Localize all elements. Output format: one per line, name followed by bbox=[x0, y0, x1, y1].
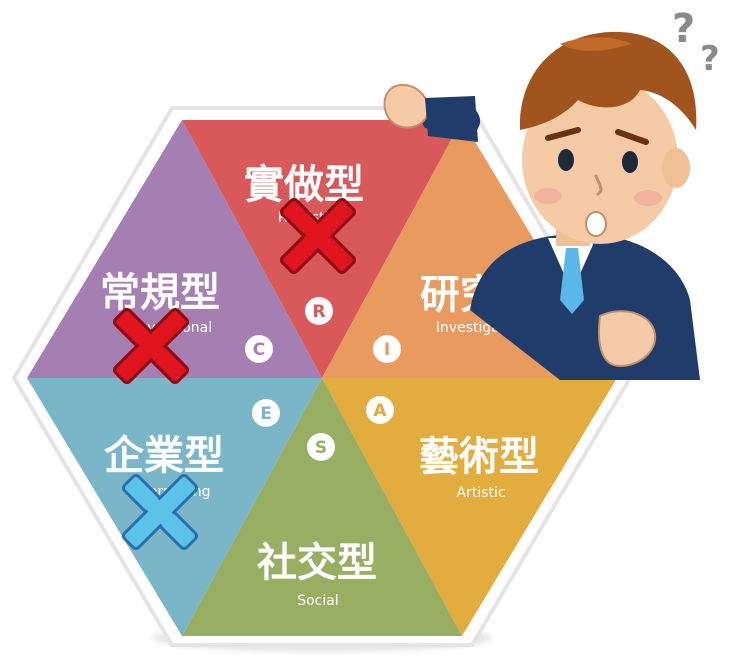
eyebrow-left bbox=[545, 127, 581, 141]
badge-c-letter: C bbox=[253, 340, 265, 360]
badge-e: E bbox=[252, 399, 280, 427]
cross-mark-enterprising bbox=[121, 473, 199, 551]
hair bbox=[519, 31, 697, 130]
segment-title-social: 社交型 bbox=[257, 540, 377, 586]
necktie bbox=[560, 248, 584, 314]
mouth bbox=[585, 211, 607, 237]
badge-s-circle bbox=[307, 433, 335, 461]
badge-r: R bbox=[305, 297, 333, 325]
badge-a: A bbox=[366, 396, 394, 424]
left-sleeve bbox=[425, 96, 478, 142]
badge-i: I bbox=[373, 335, 401, 363]
segment-title-enterprising: 企業型 bbox=[104, 433, 224, 479]
segment-subtitle-social: Social bbox=[297, 593, 339, 609]
cross-mark-realistic bbox=[279, 197, 357, 275]
badge-c: C bbox=[245, 335, 273, 363]
badge-a-circle bbox=[366, 396, 394, 424]
nose bbox=[594, 174, 603, 196]
segment-artistic bbox=[322, 378, 617, 636]
segment-conventional bbox=[27, 120, 322, 378]
badge-e-circle bbox=[252, 399, 280, 427]
segment-title-artistic: 藝術型 bbox=[419, 434, 539, 480]
badge-i-letter: I bbox=[384, 340, 390, 360]
hair-highlight bbox=[560, 37, 632, 51]
badge-e-letter: E bbox=[260, 404, 272, 424]
hand-left bbox=[383, 83, 430, 129]
badge-i-circle bbox=[373, 335, 401, 363]
cross-mark-conventional bbox=[112, 307, 190, 385]
cheek-right bbox=[634, 190, 662, 206]
badge-a-letter: A bbox=[373, 401, 387, 421]
letter-badges: R I A S E C bbox=[245, 297, 401, 461]
badge-r-letter: R bbox=[312, 302, 325, 322]
eye-right bbox=[622, 151, 638, 173]
question-mark-left: ? bbox=[672, 6, 695, 52]
eyebrow-right bbox=[615, 129, 649, 145]
segment-title-conventional: 常規型 bbox=[100, 270, 220, 316]
hand-right bbox=[598, 310, 657, 368]
segment-subtitle-artistic: Artistic bbox=[456, 485, 505, 501]
badge-c-circle bbox=[245, 335, 273, 363]
confused-man-illustration: ? ? bbox=[383, 6, 720, 380]
cheek-left bbox=[534, 188, 562, 204]
badge-s: S bbox=[307, 433, 335, 461]
question-mark-right: ? bbox=[700, 39, 720, 79]
segment-social bbox=[182, 378, 462, 636]
ear bbox=[662, 148, 690, 188]
badge-s-letter: S bbox=[315, 438, 327, 458]
badge-r-circle bbox=[305, 297, 333, 325]
eye-left bbox=[558, 149, 574, 171]
